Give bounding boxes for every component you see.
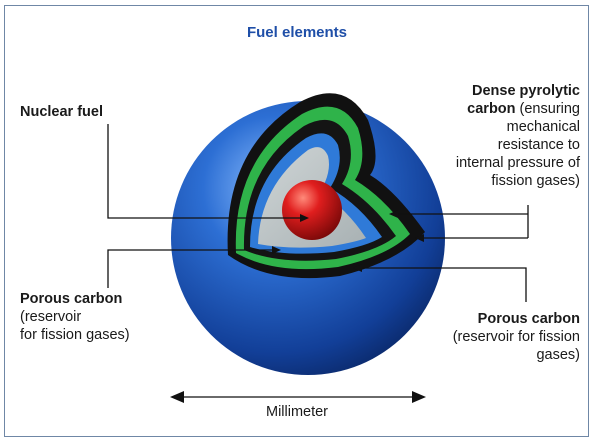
arrowhead-dense-b	[415, 234, 424, 242]
arrowhead-porous-right	[353, 264, 362, 272]
arrowhead-porous-left	[272, 246, 281, 254]
leader-lines	[107, 124, 529, 403]
arrowhead-dense-a	[389, 210, 398, 218]
label-dense-pyrolytic-desc5: fission gases)	[491, 173, 580, 189]
label-dense-pyrolytic-line2: carbon (ensuring	[400, 100, 580, 118]
label-porous-left-title: Porous carbon	[20, 291, 123, 307]
label-dense-pyrolytic-desc3: resistance to	[497, 137, 580, 153]
label-porous-right-desc2: gases)	[536, 347, 580, 363]
label-porous-right-desc1: (reservoir for fission	[452, 329, 580, 345]
label-porous-left-desc2: for fission gases)	[20, 327, 130, 343]
figure-title: Fuel elements	[246, 24, 348, 41]
scale-label: Millimeter	[265, 404, 329, 420]
label-dense-pyrolytic-desc1: (ensuring	[515, 101, 580, 117]
leader-porous-left	[107, 249, 272, 288]
label-nuclear-fuel: Nuclear fuel	[20, 104, 103, 120]
label-dense-pyrolytic-title2: carbon	[467, 101, 516, 117]
scale-arrow-right	[412, 391, 426, 403]
label-dense-pyrolytic-desc2: mechanical	[506, 119, 580, 135]
fuel-kernel	[282, 180, 342, 240]
label-dense-pyrolytic-title: Dense pyrolytic	[472, 83, 580, 99]
leader-nuclear-fuel	[107, 124, 300, 219]
scale-arrow-left	[170, 391, 184, 403]
label-porous-carbon-right: Porous carbon (reservoir for fission gas…	[400, 310, 580, 364]
label-porous-left-desc1: (reservoir	[20, 309, 82, 325]
label-porous-carbon-left: Porous carbon (reservoir for fission gas…	[20, 290, 130, 344]
label-porous-right-title: Porous carbon	[477, 311, 580, 327]
leader-porous-right	[362, 267, 527, 302]
arrowhead-nuclear-fuel	[300, 214, 309, 222]
label-dense-pyrolytic-desc4: internal pressure of	[455, 155, 580, 171]
label-dense-pyrolytic: Dense pyrolytic carbon (ensuring mechani…	[400, 82, 580, 190]
